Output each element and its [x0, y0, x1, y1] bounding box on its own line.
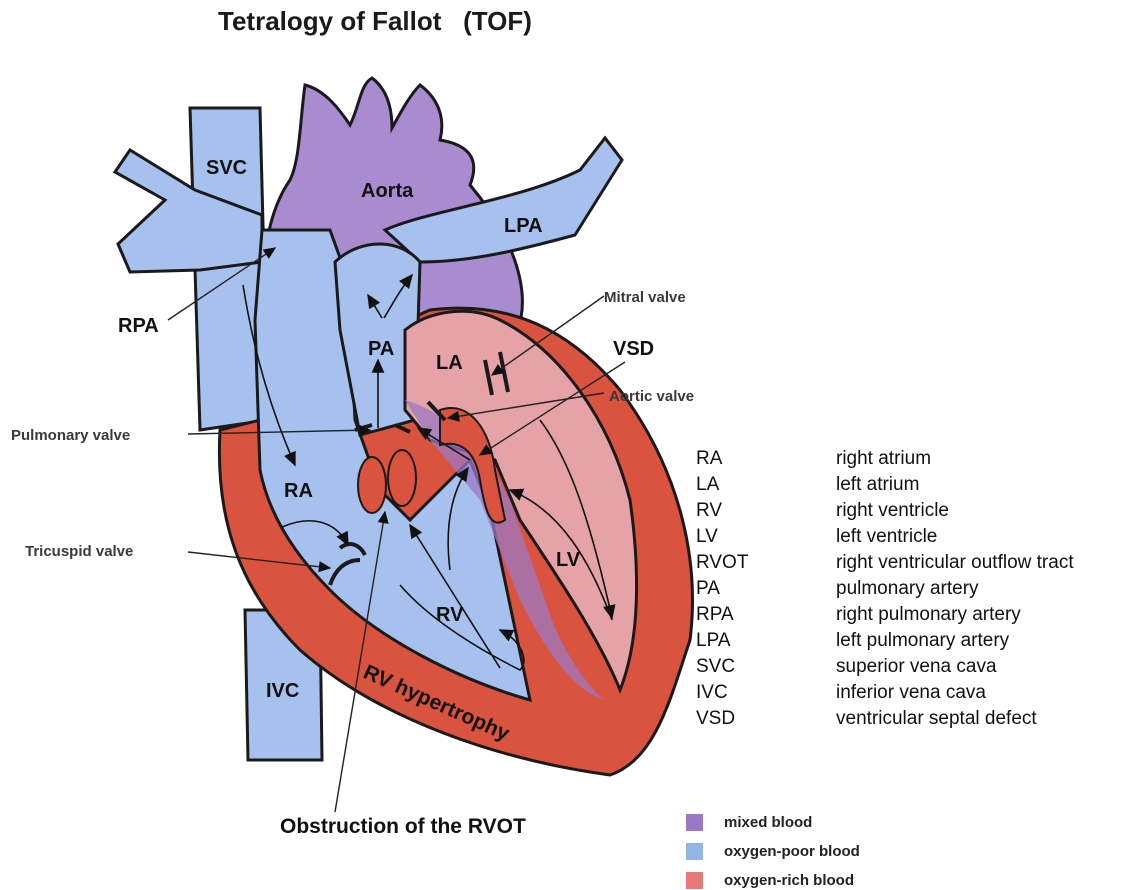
aortic-valve-label: Aortic valve: [609, 388, 694, 405]
lpa-label: LPA: [504, 215, 543, 237]
legend-swatch-oxygen-poor: [686, 843, 703, 860]
legend-item: oxygen-rich blood: [686, 866, 860, 890]
pa-label: PA: [368, 338, 394, 360]
legend-swatch-oxygen-rich: [686, 872, 703, 889]
svc-label: SVC: [206, 157, 247, 179]
glossary-term: left pulmonary artery: [836, 630, 1009, 651]
glossary-abbr: RVOT: [696, 550, 836, 576]
glossary-term: ventricular septal defect: [836, 708, 1037, 729]
rpa-label: RPA: [118, 315, 159, 337]
glossary-term: superior vena cava: [836, 656, 997, 677]
glossary-abbr: RV: [696, 498, 836, 524]
rv-label: RV: [436, 604, 464, 626]
glossary-abbr: VSD: [696, 706, 836, 732]
legend-swatch-mixed: [686, 814, 703, 831]
glossary-abbr: SVC: [696, 654, 836, 680]
aorta-label: Aorta: [361, 180, 414, 202]
glossary-term: pulmonary artery: [836, 578, 979, 599]
glossary-abbr: LV: [696, 524, 836, 550]
glossary-term: right ventricle: [836, 500, 949, 521]
la-label: LA: [436, 352, 463, 374]
vsd-label: VSD: [613, 338, 654, 360]
glossary-term: right pulmonary artery: [836, 604, 1021, 625]
glossary-term: right ventricular outflow tract: [836, 552, 1074, 573]
pulmonary-valve-label: Pulmonary valve: [11, 427, 130, 444]
legend-item: mixed blood: [686, 808, 860, 837]
lv-label: LV: [556, 549, 581, 571]
legend-item: oxygen-poor blood: [686, 837, 860, 866]
glossary-term: left ventricle: [836, 526, 937, 547]
rvot-obstruction-left: [358, 457, 386, 513]
legend-label: oxygen-rich blood: [724, 872, 854, 889]
glossary-abbr: IVC: [696, 680, 836, 706]
legend-label: mixed blood: [724, 814, 812, 831]
ivc-label: IVC: [266, 680, 299, 702]
glossary-term: left atrium: [836, 474, 919, 495]
ra-label: RA: [284, 480, 313, 502]
tricuspid-valve-label: Tricuspid valve: [25, 543, 133, 560]
glossary-abbr: LPA: [696, 628, 836, 654]
legend-label: oxygen-poor blood: [724, 843, 860, 860]
glossary-abbr: PA: [696, 576, 836, 602]
glossary-term: right atrium: [836, 448, 931, 469]
glossary-abbr: RA: [696, 446, 836, 472]
color-legend: mixed blood oxygen-poor blood oxygen-ric…: [686, 808, 860, 890]
rvot-obstruction-right: [388, 450, 416, 506]
glossary-abbr: RPA: [696, 602, 836, 628]
glossary-term: inferior vena cava: [836, 682, 986, 703]
glossary-abbr: LA: [696, 472, 836, 498]
rvot-caption: Obstruction of the RVOT: [280, 815, 526, 839]
mitral-valve-label: Mitral valve: [604, 289, 686, 306]
